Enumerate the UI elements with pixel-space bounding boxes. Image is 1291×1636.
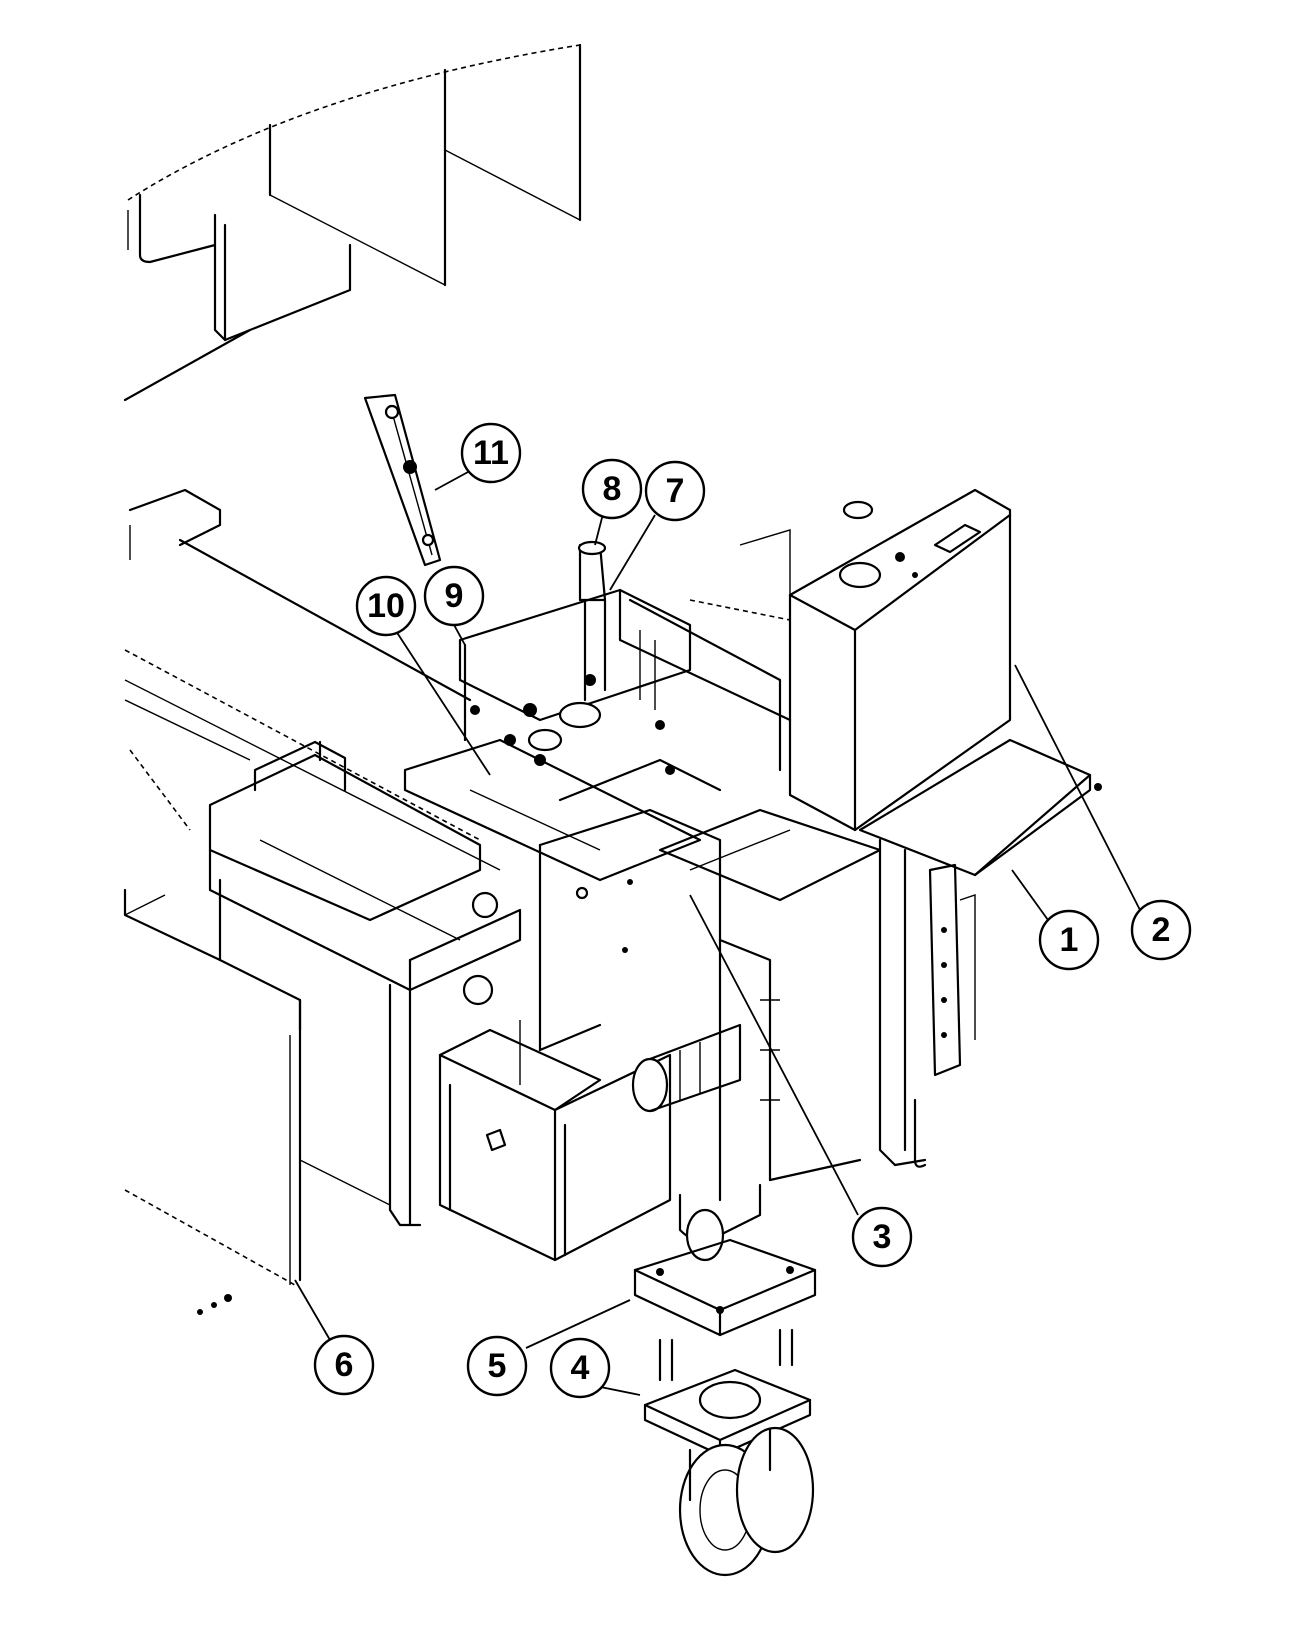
callout-4: 4 (549, 1337, 611, 1399)
right-vertical-leg (718, 938, 862, 1202)
callout-3: 3 (851, 1206, 913, 1268)
svg-text:10: 10 (367, 587, 405, 625)
left-frame-rails (124, 488, 501, 871)
svg-text:3: 3 (873, 1218, 892, 1256)
left-bracket-assembly (123, 740, 522, 1286)
svg-text:8: 8 (603, 470, 622, 508)
svg-text:2: 2 (1152, 911, 1171, 949)
svg-text:6: 6 (335, 1346, 354, 1384)
strap-arm (363, 393, 442, 567)
front-lower-box (438, 1020, 672, 1262)
loose-screws (197, 1294, 232, 1315)
callout-6: 6 (313, 1334, 375, 1396)
callout-11: 11 (460, 422, 522, 484)
control-box (689, 488, 1012, 832)
svg-text:5: 5 (488, 1347, 507, 1385)
leader-lines (294, 471, 1141, 1396)
svg-text:9: 9 (445, 577, 464, 615)
caster-assembly (633, 1183, 817, 1577)
svg-text:7: 7 (666, 472, 685, 510)
callout-7: 7 (644, 460, 706, 522)
clamp-mechanism (403, 540, 792, 882)
callout-2: 2 (1130, 899, 1192, 961)
callout-8: 8 (581, 458, 643, 520)
callout-9: 9 (423, 565, 485, 627)
callout-10: 10 (355, 575, 417, 637)
right-bracket-plate (658, 738, 1102, 1168)
callout-1: 1 (1038, 909, 1100, 971)
horizontal-tube (631, 1023, 742, 1113)
svg-text:11: 11 (473, 434, 509, 472)
background-table-outline (123, 43, 582, 402)
svg-text:4: 4 (571, 1349, 590, 1387)
callout-5: 5 (466, 1335, 528, 1397)
svg-text:1: 1 (1060, 921, 1079, 959)
central-column (538, 808, 722, 1062)
